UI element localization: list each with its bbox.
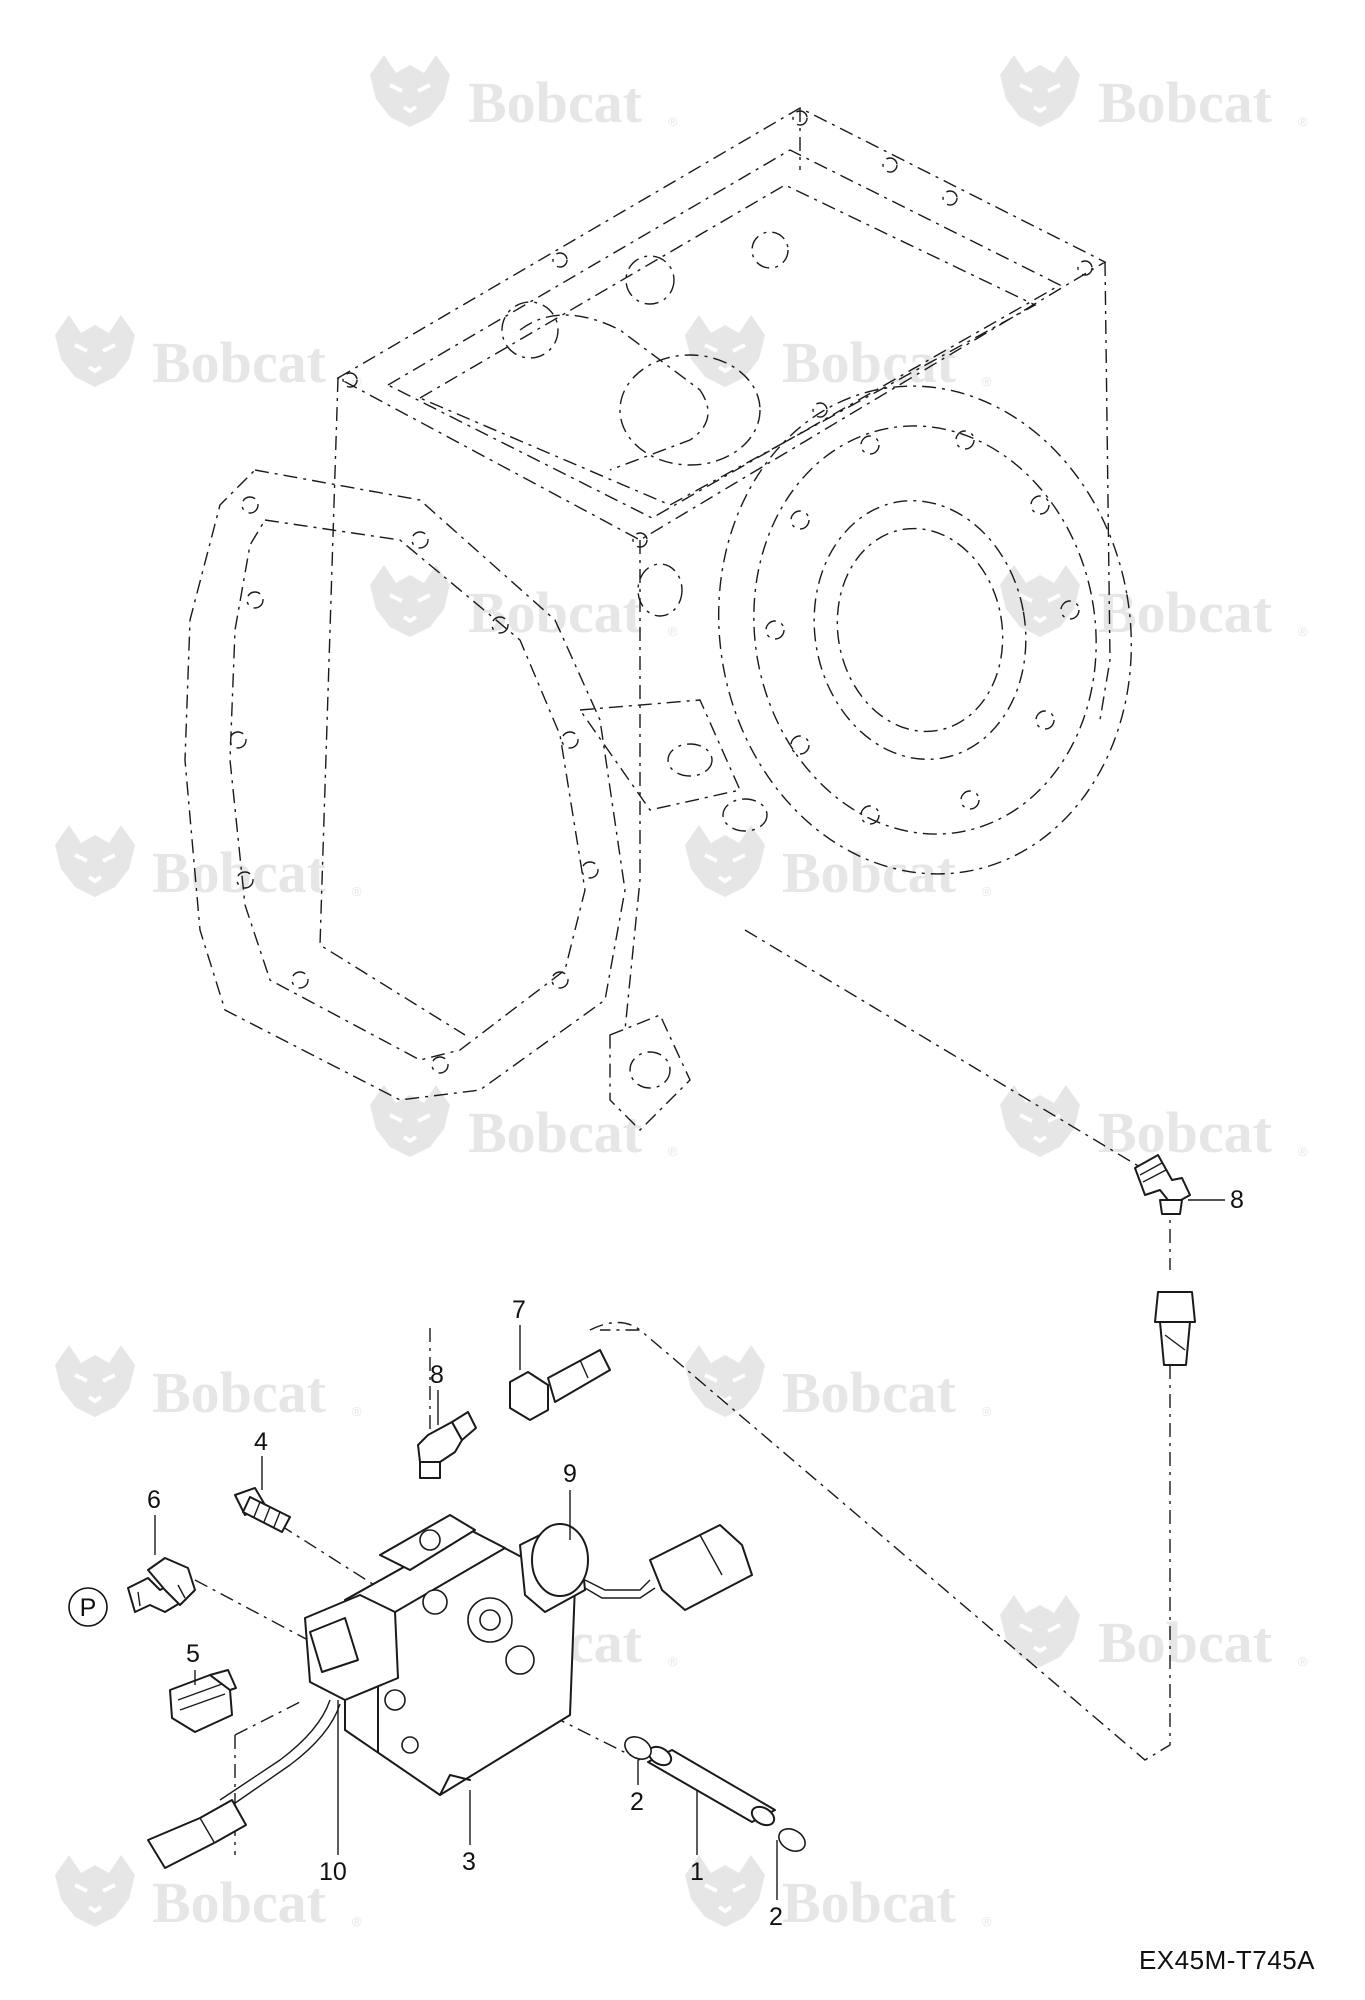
watermark-reg: ® (982, 884, 992, 899)
watermark-16: Bobcat ® (683, 1853, 992, 1935)
watermark-reg: ® (352, 884, 362, 899)
part-3-valve-body (344, 1514, 576, 1796)
watermark-brand: Bobcat (1098, 70, 1273, 135)
watermark-brand: Bobcat (782, 1360, 957, 1425)
callout-1: 1 (690, 1858, 704, 1886)
watermark-12: Bobcat ® (683, 1343, 992, 1425)
callout-3: 3 (462, 1848, 476, 1876)
callout-2-lower: 2 (769, 1903, 783, 1931)
watermark-5: Bobcat ® (368, 563, 678, 645)
watermark-brand: Bobcat (782, 1870, 957, 1935)
part-6-elbow-fitting (127, 1557, 196, 1613)
transmission-housing-phantom (184, 107, 1133, 1131)
watermark-brand: Bobcat (468, 70, 643, 135)
assembly-flow-lines (194, 929, 1171, 1855)
watermark-brand: Bobcat (468, 580, 643, 645)
callout-9: 9 (563, 1460, 577, 1488)
watermark-4: Bobcat ® (683, 313, 992, 395)
watermark-1: Bobcat ® (368, 53, 678, 135)
drawing-code-label: EX45M-T745A (1138, 1945, 1315, 1975)
callout-6: 6 (147, 1486, 161, 1514)
watermark-reg: ® (668, 1654, 678, 1669)
callout-leaders (154, 1199, 1225, 1900)
part-7-tube-nut (509, 1349, 611, 1421)
watermark-9: Bobcat ® (368, 1083, 678, 1165)
watermark-layer: Bobcat ® Bobcat ® Bobcat ® Bobcat ® Bobc… (53, 53, 1308, 1935)
watermark-reg: ® (1298, 624, 1308, 639)
watermark-15: Bobcat ® (53, 1853, 362, 1935)
callout-10: 10 (319, 1858, 347, 1886)
part-1-spool-pin (647, 1745, 776, 1827)
callout-8-lower: 8 (430, 1361, 444, 1389)
watermark-8: Bobcat ® (683, 823, 992, 905)
watermark-reg: ® (1298, 1144, 1308, 1159)
callout-4: 4 (254, 1428, 268, 1456)
part-4-bolt (234, 1487, 291, 1533)
watermark-7: Bobcat ® (53, 823, 362, 905)
callout-2-upper: 2 (630, 1788, 644, 1816)
callout-7: 7 (512, 1296, 526, 1324)
watermark-3: Bobcat ® (53, 313, 362, 395)
watermark-reg: ® (982, 1914, 992, 1929)
part-5-adapter-fitting (169, 1669, 237, 1733)
watermark-reg: ® (1298, 1654, 1308, 1669)
watermark-reg: ® (352, 1914, 362, 1929)
watermark-brand: Bobcat (468, 1100, 643, 1165)
pressure-port-marker: P (68, 1587, 108, 1627)
part-10-solenoid (147, 1594, 399, 1869)
watermark-brand: Bobcat (152, 330, 327, 395)
watermark-2: Bobcat ® (998, 53, 1308, 135)
watermark-reg: ® (668, 1144, 678, 1159)
part-8-lower-elbow-fitting (417, 1411, 477, 1479)
watermark-brand: Bobcat (1098, 580, 1273, 645)
part-8-upper-elbow-fitting (1134, 1154, 1191, 1215)
watermark-brand: Bobcat (1098, 1610, 1273, 1675)
watermark-reg: ® (982, 374, 992, 389)
watermark-brand: Bobcat (152, 1360, 327, 1425)
callout-numbers: 8 7 8 4 6 5 9 3 10 1 2 2 (147, 1186, 1244, 1931)
watermark-10: Bobcat ® (998, 1083, 1308, 1165)
watermark-14: Bobcat ® (998, 1593, 1308, 1675)
part-9-solenoid (519, 1523, 753, 1613)
part-2-o-ring-lower (778, 1828, 806, 1852)
pressure-port-label: P (80, 1594, 97, 1622)
watermark-reg: ® (352, 1404, 362, 1419)
callout-8-upper: 8 (1230, 1186, 1244, 1214)
callout-5: 5 (186, 1640, 200, 1668)
part-2-o-ring-upper (624, 1736, 652, 1760)
watermark-reg: ® (1298, 114, 1308, 129)
watermark-brand: Bobcat (782, 840, 957, 905)
watermark-6: Bobcat ® (998, 563, 1308, 645)
hose-tube-upper (1154, 1291, 1196, 1366)
watermark-reg: ® (668, 624, 678, 639)
watermark-reg: ® (668, 114, 678, 129)
watermark-11: Bobcat ® (53, 1343, 362, 1425)
watermark-brand: Bobcat (152, 1870, 327, 1935)
watermark-brand: Bobcat (782, 330, 957, 395)
watermark-brand: Bobcat (1098, 1100, 1273, 1165)
watermark-reg: ® (982, 1404, 992, 1419)
